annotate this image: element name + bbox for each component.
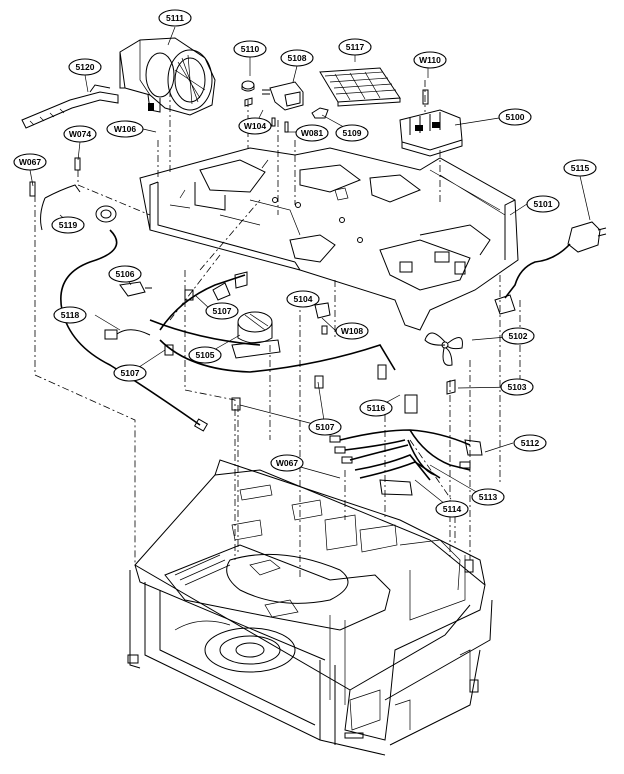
lamp-socket-5119 (29, 157, 117, 231)
label-5111: 5111 (158, 9, 192, 27)
label-5107-c: 5107 (308, 418, 342, 436)
label-5115: 5115 (563, 159, 597, 177)
label-text: W067 (19, 157, 41, 167)
label-W106: W106 (106, 120, 144, 138)
label-text: 5108 (288, 53, 307, 63)
leader-lines (29, 26, 591, 509)
part-labels: 5111 5110 5108 5117 W110 5120 W074 W106 … (13, 9, 597, 518)
label-text: W106 (114, 124, 136, 134)
label-text: 5120 (76, 62, 95, 72)
label-text: 5115 (571, 163, 590, 173)
label-text: 5113 (479, 492, 498, 502)
label-5100: 5100 (498, 108, 532, 126)
label-W104: W104 (238, 117, 272, 135)
label-text: 5105 (196, 350, 215, 360)
small-parts-top (241, 80, 329, 133)
bracket-5120 (21, 84, 119, 129)
label-W067-mid: W067 (270, 454, 304, 472)
label-5103: 5103 (500, 378, 534, 396)
label-text: 5107 (316, 422, 335, 432)
label-5109: 5109 (335, 124, 369, 142)
label-text: W074 (69, 129, 91, 139)
label-5101: 5101 (526, 195, 560, 213)
label-text: 5103 (508, 382, 527, 392)
label-5108: 5108 (280, 49, 314, 67)
label-5114: 5114 (435, 500, 469, 518)
label-text: W108 (341, 326, 363, 336)
label-text: W081 (301, 128, 323, 138)
label-text: 5111 (166, 13, 184, 23)
label-text: 5104 (294, 294, 313, 304)
connectors-5107-5116 (231, 364, 418, 414)
label-5106: 5106 (108, 265, 142, 283)
label-text: 5101 (534, 199, 553, 209)
label-5120: 5120 (68, 58, 102, 76)
motor-5105 (231, 311, 281, 359)
label-5102: 5102 (501, 327, 535, 345)
label-5107-b: 5107 (113, 364, 147, 382)
label-5110: 5110 (233, 40, 267, 58)
label-text: 5107 (121, 368, 140, 378)
label-5116: 5116 (359, 399, 393, 417)
label-text: 5102 (509, 331, 528, 341)
label-5107-a: 5107 (205, 302, 239, 320)
label-5112: 5112 (513, 434, 547, 452)
blower-fan-assembly (119, 37, 216, 116)
label-text: W110 (419, 55, 441, 65)
switch-5104 (314, 302, 331, 335)
label-W081: W081 (295, 124, 329, 142)
power-cord-5115 (494, 221, 607, 315)
terminal-block-5100 (399, 89, 463, 157)
switch-5106 (119, 281, 152, 297)
label-text: 5114 (443, 504, 462, 514)
label-text: 5110 (241, 44, 260, 54)
oven-cavity-frame (127, 459, 493, 756)
label-text: 5106 (116, 269, 135, 279)
label-5105: 5105 (188, 346, 222, 364)
label-5119: 5119 (51, 216, 85, 234)
top-chassis-plate-5101 (139, 147, 519, 331)
label-text: W104 (244, 121, 266, 131)
fan-blade-5102 (424, 332, 463, 395)
label-W108: W108 (335, 322, 369, 340)
label-text: 5112 (521, 438, 540, 448)
label-text: W067 (276, 458, 298, 468)
label-5118: 5118 (53, 306, 87, 324)
label-text: 5118 (61, 310, 80, 320)
label-text: 5119 (59, 220, 78, 230)
label-text: 5109 (343, 128, 362, 138)
label-W074: W074 (63, 125, 97, 143)
dash-leader-lines (34, 80, 521, 580)
label-5113: 5113 (471, 488, 505, 506)
label-W067-top: W067 (13, 153, 47, 171)
label-text: 5107 (213, 306, 232, 316)
filter-5117 (319, 67, 401, 107)
label-5104: 5104 (286, 290, 320, 308)
label-text: 5100 (506, 112, 525, 122)
wire-harness-5112 (329, 429, 483, 496)
label-text: 5117 (346, 42, 365, 52)
label-text: 5116 (367, 403, 386, 413)
label-W110: W110 (413, 51, 447, 69)
label-5117: 5117 (338, 38, 372, 56)
